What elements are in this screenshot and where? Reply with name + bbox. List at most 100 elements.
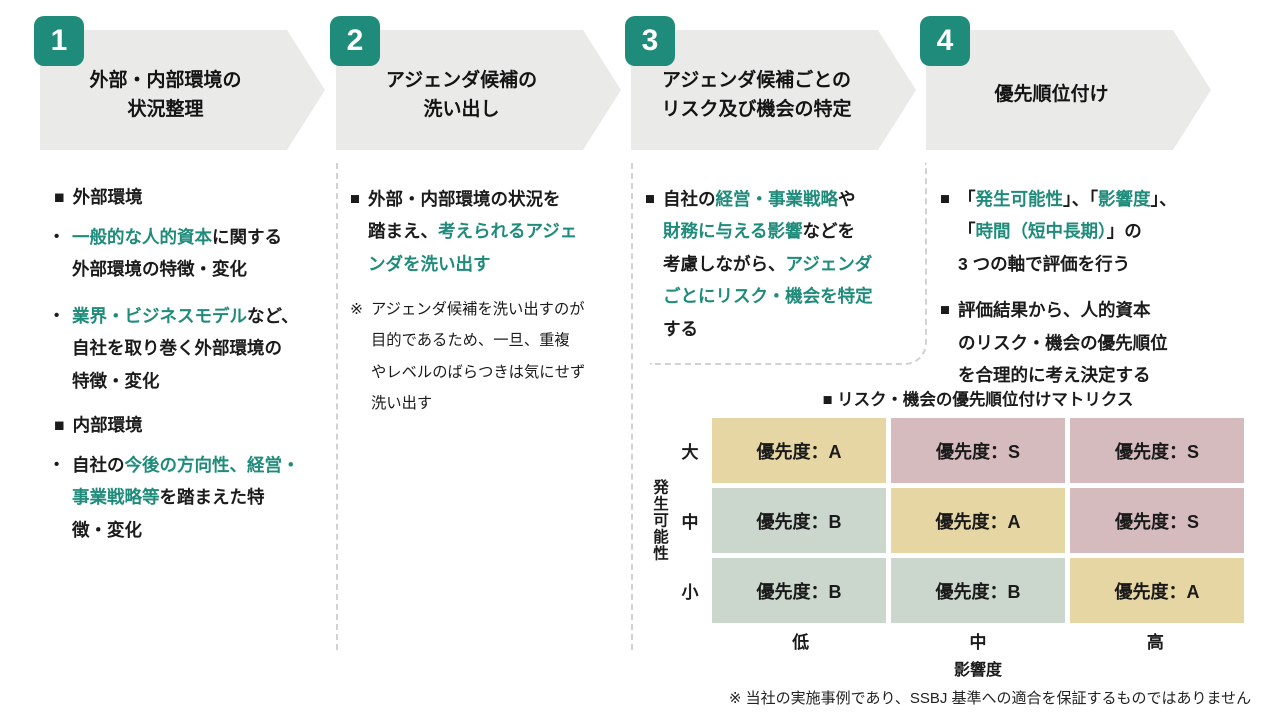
square-marker-icon: ■ [940, 190, 950, 208]
plain-text: を踏まえた特 徴・変化 [72, 487, 265, 540]
highlighted-text: 経営・事業戦略 [715, 189, 838, 209]
matrix-cell-大-低: 優先度：A [712, 418, 886, 483]
column-divider-1 [336, 163, 338, 650]
plain-text: 」の 3 つの軸で評価を行う [957, 221, 1142, 274]
step-title-4: 優先順位付け [994, 84, 1109, 106]
plain-text: 「 [957, 189, 976, 209]
plain-text: などを 考慮しながら、 [662, 221, 855, 274]
highlighted-text: 今後の方向性、経営・ 事業戦略等 [72, 454, 300, 508]
item-text: 外部・内部環境の状況を 踏まえ、考えられるアジェ ンダを洗い出す [368, 183, 577, 280]
matrix-row-labels: 大中小 [676, 418, 704, 623]
square-marker-icon: ■ [940, 301, 950, 320]
bullet-marker-icon: • [54, 455, 60, 473]
plain-text: に関する 外部環境の特徴・変化 [72, 227, 282, 280]
step-title-3: アジェンダ候補ごとの リスク及び機会の特定 [661, 69, 852, 120]
step-content-1: ■ 外部環境 • 一般的な人的資本に関する 外部環境の特徴・変化 • 業界・ビジネスモデル… [54, 183, 330, 560]
matrix-cell-大-高: 優先度：S [1070, 418, 1244, 483]
plain-text: や [837, 189, 856, 209]
list-item: ■「発生可能性」、「影響度」、 「時間（短中長期）」の 3 つの軸で評価を行う [940, 183, 1216, 280]
matrix-col-labels: 低中高 [712, 628, 1244, 653]
square-marker-icon: ■ [350, 190, 360, 208]
step3-dashed-box [650, 163, 927, 365]
item-text: 外部環境 [73, 183, 143, 211]
step-arrow-1: 外部・内部環境の 状況整理 [40, 30, 325, 150]
step-number-badge-3: 3 [625, 16, 675, 66]
plain-text: 内部環境 [72, 414, 143, 435]
matrix-row-label: 小 [681, 583, 699, 602]
highlighted-text: 影響度 [1097, 189, 1151, 209]
plain-text: 外部環境 [72, 187, 143, 207]
note-item: ※ アジェンダ候補を洗い出すのが 目的であるため、一旦、重複 やレベルのばらつきは… [350, 294, 626, 419]
list-item: ■ 外部・内部環境の状況を 踏まえ、考えられるアジェ ンダを洗い出す [350, 183, 626, 280]
step-title-2: アジェンダ候補の 洗い出し [385, 69, 538, 120]
step-arrow-4: 優先順位付け [926, 30, 1211, 150]
matrix-cell-大-中: 優先度：S [891, 418, 1065, 483]
list-item: • 業界・ビジネスモデルなど、 自社を取り巻く外部環境の 特徴・変化 [54, 300, 330, 397]
step-title-1: 外部・内部環境の 状況整理 [89, 69, 242, 120]
plain-text: 」、「 [1062, 189, 1098, 209]
plain-text: 自社の [72, 454, 125, 475]
step-number-badge-1: 1 [34, 16, 84, 66]
item-text: 「発生可能性」、「影響度」、 「時間（短中長期）」の 3 つの軸で評価を行う [958, 183, 1177, 280]
item-text: 内部環境 [73, 411, 143, 439]
matrix-cell-小-低: 優先度：B [712, 558, 886, 623]
matrix-row-label: 中 [681, 513, 699, 532]
list-item: • 一般的な人的資本に関する 外部環境の特徴・変化 [54, 221, 330, 286]
item-text: 一般的な人的資本に関する 外部環境の特徴・変化 [72, 221, 282, 286]
matrix-y-axis-label: 発生可能性 [651, 479, 668, 562]
matrix-col-label: 高 [1146, 633, 1164, 652]
note-marker-icon: ※ [350, 301, 363, 319]
step-content-4: ■「発生可能性」、「影響度」、 「時間（短中長期）」の 3 つの軸で評価を行う■… [940, 183, 1216, 405]
list-item: ■ 内部環境 [54, 411, 330, 439]
matrix-col-label: 低 [792, 633, 810, 652]
matrix-cell-中-低: 優先度：B [712, 488, 886, 553]
step-content-3: ■ 自社の経営・事業戦略や 財務に与える影響などを 考慮しながら、アジェンダ ごと… [645, 183, 921, 359]
item-text: 自社の経営・事業戦略や 財務に与える影響などを 考慮しながら、アジェンダ ごとに… [663, 183, 873, 345]
column-divider-2 [631, 163, 633, 650]
plain-text: など、 自社を取り巻く外部環境の 特徴・変化 [72, 305, 299, 391]
matrix-cell-小-中: 優先度：B [891, 558, 1065, 623]
highlighted-text: 財務に与える影響 [662, 221, 803, 242]
square-marker-icon: ■ [54, 414, 65, 435]
plain-text: する [662, 318, 698, 339]
matrix-row-label: 大 [681, 443, 699, 462]
matrix-col-label: 中 [969, 633, 987, 652]
list-item: ■ 外部環境 [54, 183, 330, 211]
plain-text: 外部・内部環境の状況を 踏まえ、 [367, 189, 561, 242]
highlighted-text: 一般的な人的資本 [72, 227, 212, 247]
plain-text: アジェンダ候補を洗い出すのが 目的であるため、一旦、重複 やレベルのばらつきは気… [371, 301, 586, 413]
item-text: 業界・ビジネスモデルなど、 自社を取り巻く外部環境の 特徴・変化 [72, 300, 299, 397]
step-content-2: ■ 外部・内部環境の状況を 踏まえ、考えられるアジェ ンダを洗い出す ※ アジェンダ候… [350, 183, 626, 434]
item-text: 自社の今後の方向性、経営・ 事業戦略等を踏まえた特 徴・変化 [72, 449, 300, 546]
highlighted-text: アジェンダ ごとにリスク・機会を特定 [662, 253, 873, 307]
list-item: ■ 自社の経営・事業戦略や 財務に与える影響などを 考慮しながら、アジェンダ ごと… [645, 183, 921, 345]
square-marker-icon: ■ [645, 190, 655, 208]
matrix-cell-中-高: 優先度：S [1070, 488, 1244, 553]
plain-text: 評価結果から、人的資本 のリスク・機会の優先順位 を合理的に考え決定する [957, 300, 1168, 385]
bullet-marker-icon: • [54, 306, 60, 324]
highlighted-text: 発生可能性 [975, 189, 1063, 209]
list-item: • 自社の今後の方向性、経営・ 事業戦略等を踏まえた特 徴・変化 [54, 449, 330, 546]
step-arrow-2: アジェンダ候補の 洗い出し [336, 30, 621, 150]
item-text: アジェンダ候補を洗い出すのが 目的であるため、一旦、重複 やレベルのばらつきは気… [371, 294, 585, 419]
matrix-cell-小-高: 優先度：A [1070, 558, 1244, 623]
list-item: ■ 評価結果から、人的資本 のリスク・機会の優先順位 を合理的に考え決定する [940, 294, 1216, 391]
step-number-badge-2: 2 [330, 16, 380, 66]
highlighted-text: 業界・ビジネスモデル [72, 305, 247, 326]
bullet-marker-icon: • [54, 228, 60, 245]
matrix-cell-中-中: 優先度：A [891, 488, 1065, 553]
footnote: ※ 当社の実施事例であり、SSBJ 基準への適合を保証するものではありません [728, 690, 1252, 707]
square-marker-icon: ■ [54, 187, 65, 207]
matrix-title: ■ リスク・機会の優先順位付けマトリクス [822, 391, 1134, 409]
step-number-badge-4: 4 [920, 16, 970, 66]
plain-text: 自社の [662, 189, 716, 209]
matrix-x-axis-label: 影響度 [953, 662, 1002, 679]
step-arrow-3: アジェンダ候補ごとの リスク及び機会の特定 [631, 30, 916, 150]
plain-text: 」、 「 [957, 189, 1177, 242]
